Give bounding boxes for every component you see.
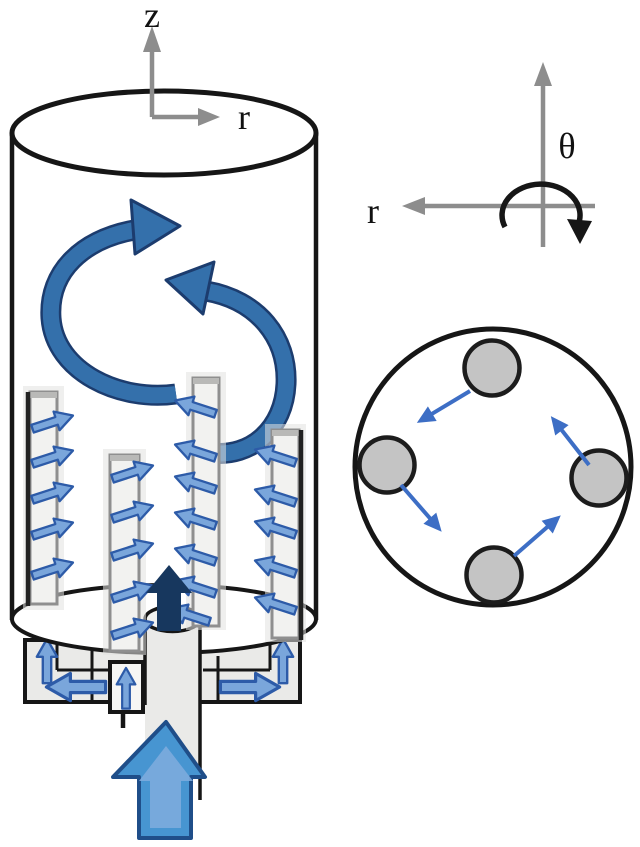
distributor-front-arm bbox=[108, 660, 145, 728]
theta-axis-label: θ bbox=[558, 126, 575, 166]
inlet-arrow-icon bbox=[111, 720, 207, 840]
vessel-outline bbox=[9, 88, 319, 653]
r-axis-arrow-icon bbox=[198, 108, 220, 126]
swirl-arrowhead-icon bbox=[129, 198, 182, 256]
sparger-rod-top-view bbox=[569, 448, 629, 508]
vessel-top-rim bbox=[9, 88, 319, 178]
rotation-axes: θ r bbox=[367, 62, 595, 247]
swirl-arrowhead-icon bbox=[164, 260, 216, 316]
vessel-top-view-outline bbox=[352, 326, 634, 608]
theta-rotation-arrowhead-icon bbox=[567, 219, 592, 244]
z-axis-label: z bbox=[144, 0, 160, 35]
sparger-rod-top-view bbox=[462, 338, 522, 398]
swirl-flow-arrow-right bbox=[164, 260, 297, 465]
z-axis-arrow-icon bbox=[143, 26, 161, 52]
column-side-view: z r bbox=[9, 0, 319, 840]
sparger-rod-top-view bbox=[464, 545, 524, 605]
zr-axes: z r bbox=[143, 0, 250, 137]
column-top-view bbox=[352, 326, 634, 608]
swirl-flow-arrow-left bbox=[40, 198, 182, 406]
theta-rotation-arrow-icon bbox=[499, 181, 583, 229]
sparger-rod-top-view bbox=[357, 435, 417, 495]
r-axis-arrow-icon bbox=[402, 197, 425, 215]
vertical-axis-arrow-icon bbox=[534, 62, 552, 86]
r-axis-label: r bbox=[367, 191, 379, 231]
r-axis-label: r bbox=[238, 97, 250, 137]
center-upflow-arrow-icon bbox=[146, 565, 192, 631]
